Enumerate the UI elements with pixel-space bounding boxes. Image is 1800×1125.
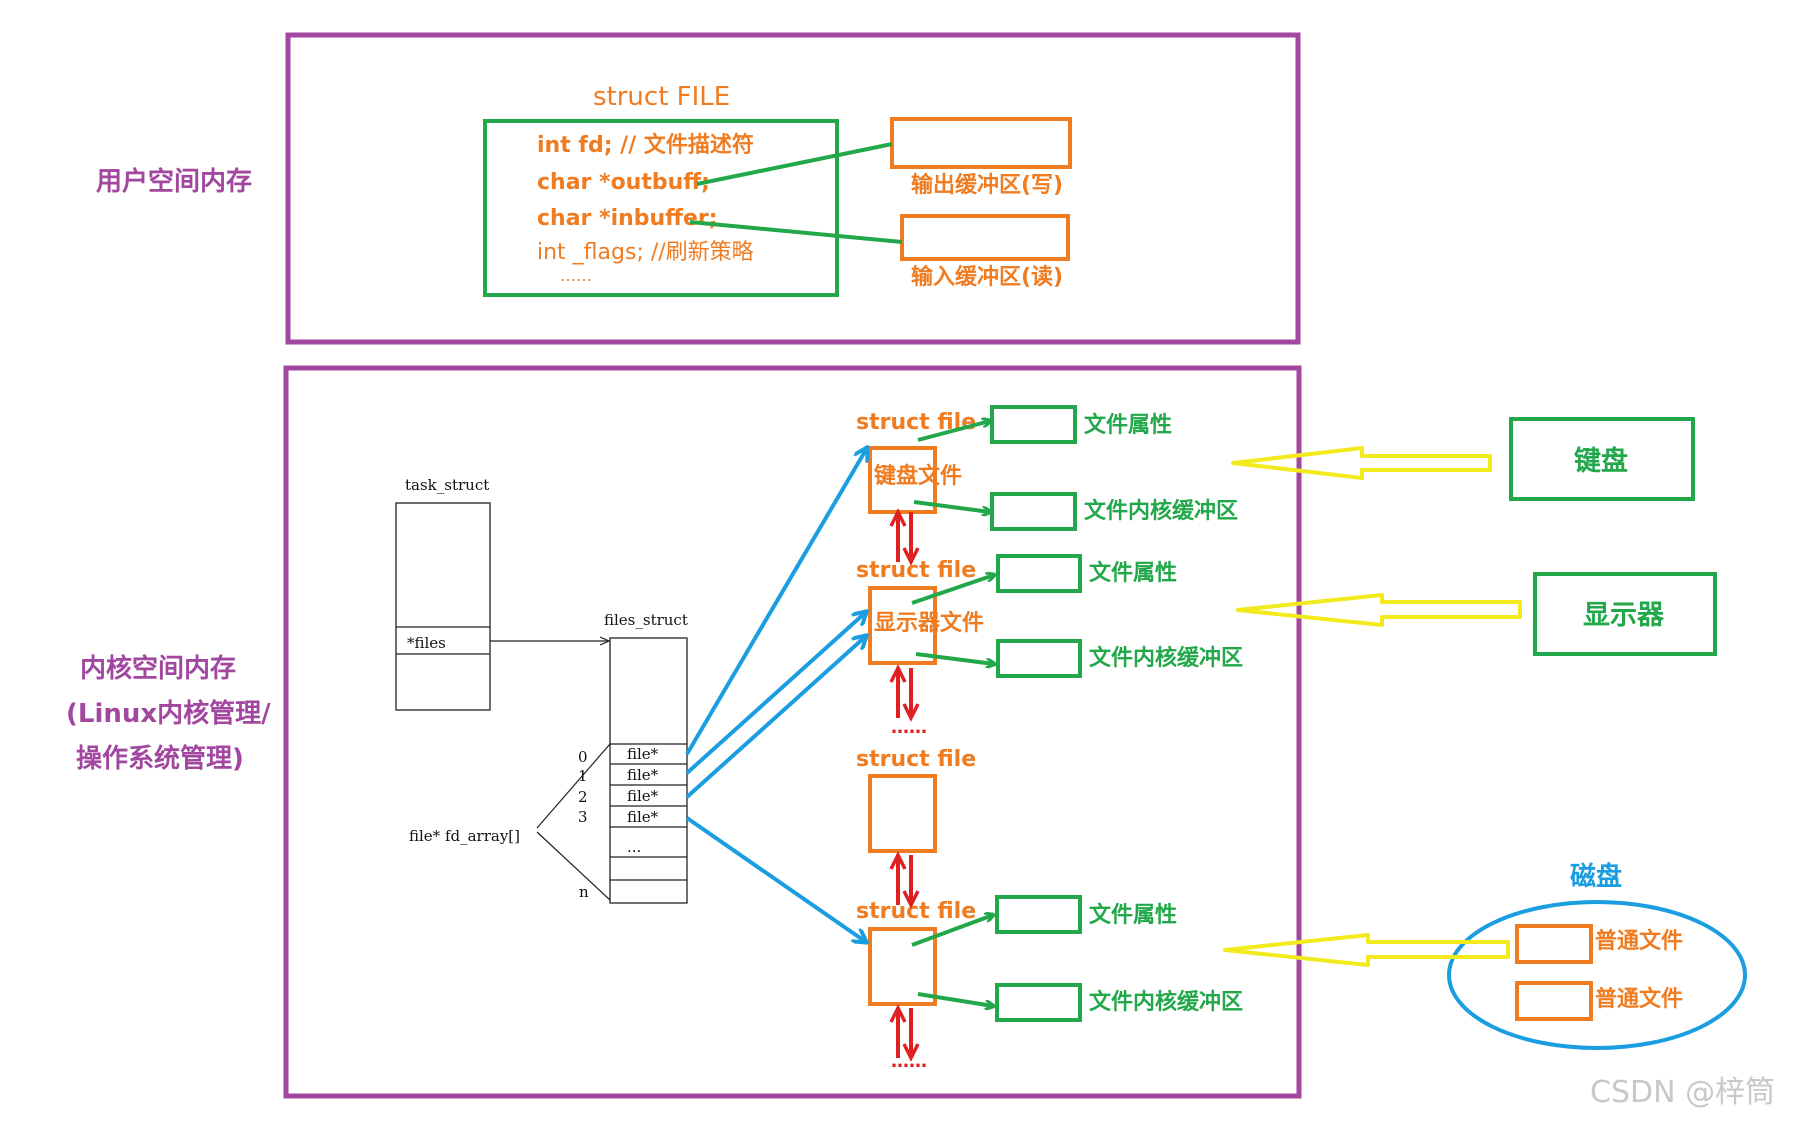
file-attr-label-1: 文件属性 xyxy=(1089,560,1177,586)
fd-indices: 01 2 3 n xyxy=(578,748,589,901)
output-buffer-label: 输出缓冲区(写) xyxy=(911,172,1063,198)
link-arrows-0 xyxy=(889,508,920,566)
struct-file-inner-0: 键盘文件 xyxy=(874,463,962,489)
fd-pointer-0 xyxy=(685,448,867,756)
regular-file-label-2: 普通文件 xyxy=(1595,986,1683,1012)
user-space-label: 用户空间内存 xyxy=(96,166,252,197)
kernel-buffer-box-1 xyxy=(996,639,1082,678)
attr-arrow-3 xyxy=(911,915,993,947)
kernel-space-label-1: 内核空间内存 xyxy=(80,653,236,684)
field-flags: int _flags; //刷新策略 xyxy=(537,240,754,265)
buffer-arrow-3 xyxy=(917,992,993,1006)
outbuff-link xyxy=(696,142,893,186)
buffer-arrow-0 xyxy=(913,500,990,512)
input-buffer-box xyxy=(900,214,1070,261)
struct-file-title-2: struct file xyxy=(856,747,976,772)
files-struct-label: files_struct xyxy=(604,611,688,629)
keyboard-box xyxy=(1509,417,1695,501)
keyboard-label: 键盘 xyxy=(1574,445,1628,477)
blue-pointers xyxy=(685,448,867,942)
file-attr-label-0: 文件属性 xyxy=(1084,412,1172,438)
kernel-buffer-box-0 xyxy=(990,492,1077,531)
struct-file-title-1: struct file xyxy=(856,558,976,583)
regular-file-box-1 xyxy=(1515,924,1593,964)
fd-index-1: 1 xyxy=(578,767,588,785)
fd-slot-4: ... xyxy=(627,838,641,856)
struct-file-box-2 xyxy=(868,774,937,853)
kernel-space-label-3: 操作系统管理) xyxy=(76,743,244,774)
kernel-buffer-label-1: 文件内核缓冲区 xyxy=(1089,645,1243,671)
field-inbuffer: char *inbuffer; xyxy=(537,206,718,231)
regular-file-box-2 xyxy=(1515,981,1593,1021)
struct-FILE-box xyxy=(483,119,839,297)
kernel-buffer-label-0: 文件内核缓冲区 xyxy=(1084,498,1238,524)
fd-slot-2: file* xyxy=(627,787,659,805)
fd-slots: file* file* file* file*... xyxy=(610,743,687,881)
fd-pointer-3 xyxy=(685,816,866,942)
link-arrows-2 xyxy=(889,851,920,909)
struct-FILE-title: struct FILE xyxy=(593,82,730,112)
ellipsis-0: …… xyxy=(891,717,927,738)
fd-index-3: 3 xyxy=(578,808,588,826)
display-yellow-arrow xyxy=(1236,593,1522,627)
field-ellipsis: …… xyxy=(560,266,592,285)
fd-array-brace-bottom xyxy=(536,831,611,901)
struct-file-box-1 xyxy=(868,586,937,665)
field-outbuff: char *outbuff; xyxy=(537,170,710,195)
keyboard-yellow-arrow xyxy=(1231,446,1492,480)
output-buffer-box xyxy=(890,117,1072,169)
fd-index-0: 0 xyxy=(578,748,588,766)
display-box xyxy=(1533,572,1717,656)
link-arrows-3 xyxy=(889,1004,920,1062)
kernel-space-box xyxy=(283,365,1302,1099)
attr-arrow-0 xyxy=(917,421,990,442)
fd-array-label: file* fd_array[] xyxy=(409,827,520,845)
disk-yellow-arrow xyxy=(1223,933,1510,967)
struct-file-title-3: struct file xyxy=(856,899,976,924)
user-space-box xyxy=(285,32,1301,345)
file-attr-box-0 xyxy=(990,405,1077,444)
inbuffer-link xyxy=(689,220,903,244)
display-label: 显示器 xyxy=(1583,600,1665,631)
task-struct-label: task_struct xyxy=(405,476,489,494)
fd-slot-3: file* xyxy=(627,808,659,826)
fd-array-brace-top xyxy=(536,743,611,829)
ellipsis-1: …… xyxy=(891,1051,927,1072)
link-arrows-1 xyxy=(889,664,920,722)
kernel-space-label-2: (Linux内核管理/ xyxy=(66,698,271,729)
file-attr-label-3: 文件属性 xyxy=(1089,902,1177,928)
kernel-buffer-label-3: 文件内核缓冲区 xyxy=(1089,989,1243,1015)
fd-slot-0: file* xyxy=(627,745,659,763)
file-attr-box-1 xyxy=(996,554,1082,593)
struct-file-box-3 xyxy=(868,927,937,1006)
input-buffer-label: 输入缓冲区(读) xyxy=(911,264,1063,290)
struct-file-box-0 xyxy=(868,446,937,514)
attr-arrow-1 xyxy=(911,575,994,605)
task-struct-box xyxy=(395,502,491,711)
kernel-buffer-box-3 xyxy=(995,983,1082,1022)
fd-pointer-2 xyxy=(685,636,866,799)
field-fd: int fd; // 文件描述符 xyxy=(537,132,754,158)
buffer-arrow-1 xyxy=(915,652,994,664)
fd-index-2: 2 xyxy=(578,788,588,806)
disk-label: 磁盘 xyxy=(1570,861,1622,892)
file-attr-box-3 xyxy=(995,895,1082,934)
regular-file-label-1: 普通文件 xyxy=(1595,928,1683,954)
fd-slot-1: file* xyxy=(627,766,659,784)
fd-index-4: n xyxy=(579,883,589,901)
disk-ellipse xyxy=(1447,900,1747,1050)
csdn-watermark: CSDN @梓筒 xyxy=(1590,1075,1775,1110)
fd-pointer-1 xyxy=(685,612,866,775)
struct-file-inner-1: 显示器文件 xyxy=(874,610,984,636)
files-field: *files xyxy=(407,634,446,652)
